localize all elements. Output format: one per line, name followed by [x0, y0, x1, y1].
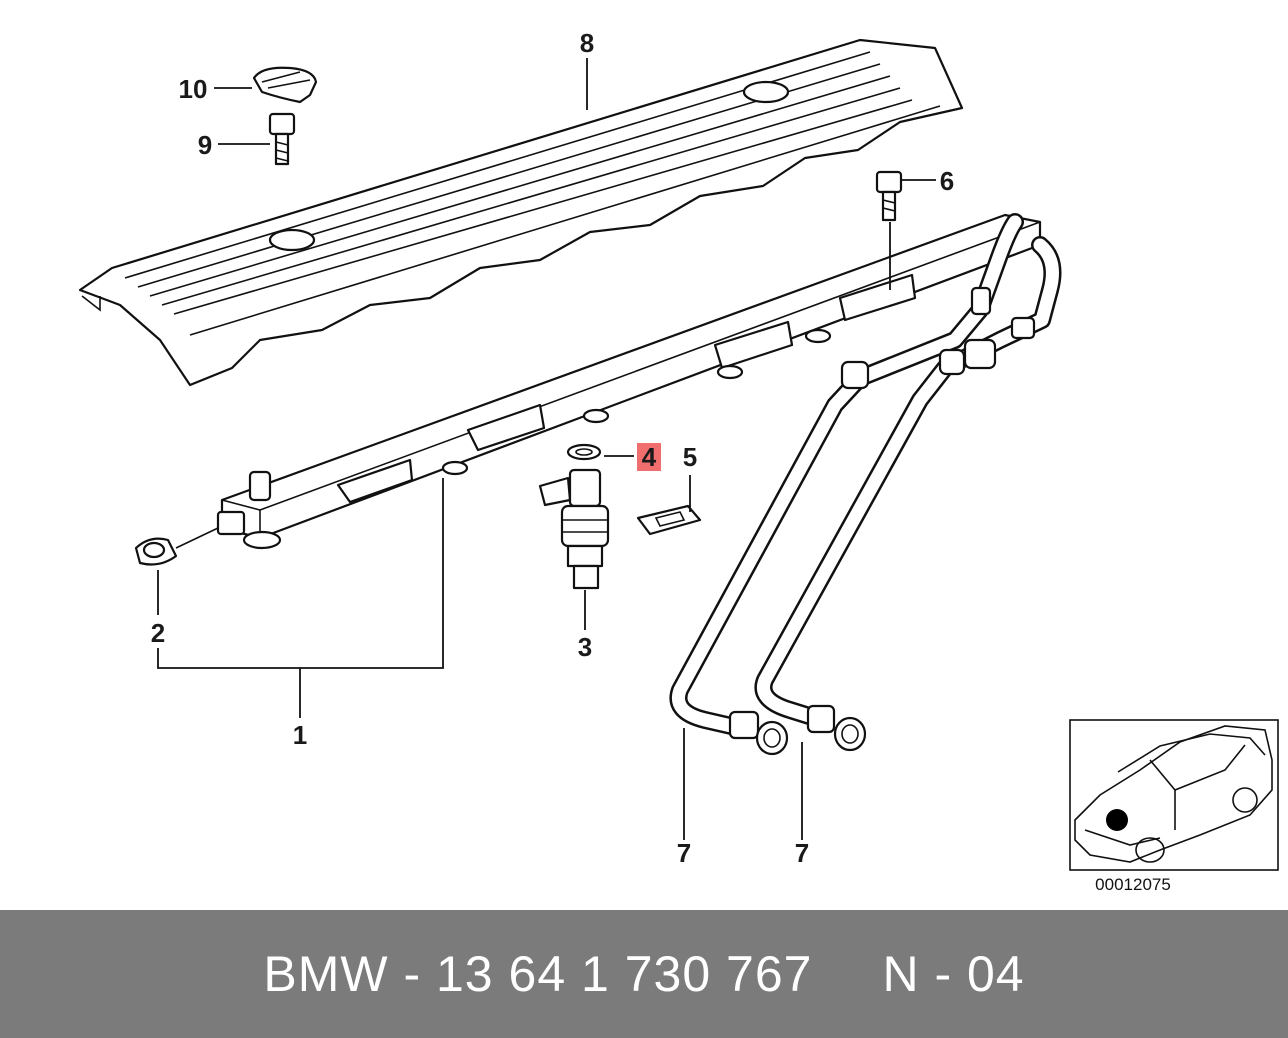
- cap-nut-part-2[interactable]: [134, 527, 219, 566]
- callout-2: 2: [151, 618, 165, 648]
- fuel-rail-part-1[interactable]: [216, 213, 1042, 550]
- injector-part-3[interactable]: [538, 468, 610, 590]
- fuel-hoses-part-7[interactable]: [669, 213, 1062, 756]
- leader-lines: [157, 58, 936, 840]
- callout-7b: 7: [795, 838, 809, 868]
- cap-part-10[interactable]: [252, 66, 318, 104]
- position-label: N - 04: [882, 946, 1025, 1002]
- o-ring-part-4[interactable]: [566, 443, 602, 461]
- part-number-label: BMW - 13 64 1 730 767: [263, 946, 813, 1002]
- clip-part-5[interactable]: [636, 504, 702, 536]
- engine-cover-part-8[interactable]: [78, 38, 964, 387]
- callout-8: 8: [580, 28, 594, 58]
- callout-9: 9: [198, 130, 212, 160]
- highlight-box: [637, 443, 661, 471]
- reference-code: 00012075: [1095, 875, 1171, 894]
- callout-1: 1: [293, 720, 307, 750]
- callout-7a: 7: [677, 838, 691, 868]
- callout-3: 3: [578, 632, 592, 662]
- callout-10: 10: [179, 74, 208, 104]
- part-number-footer: BMW - 13 64 1 730 767 N - 04: [0, 910, 1288, 1038]
- bolt-part-9[interactable]: [268, 112, 296, 166]
- location-marker-icon: [1106, 809, 1128, 831]
- parts-diagram: 8 10 9 6 4 5 2 3 1 7 7 00012075: [78, 28, 1279, 894]
- callout-5: 5: [683, 442, 697, 472]
- callout-6: 6: [940, 166, 954, 196]
- bolt-part-6[interactable]: [875, 170, 903, 222]
- callout-4: 4: [642, 442, 657, 472]
- car-locator-thumbnail: [1069, 719, 1279, 871]
